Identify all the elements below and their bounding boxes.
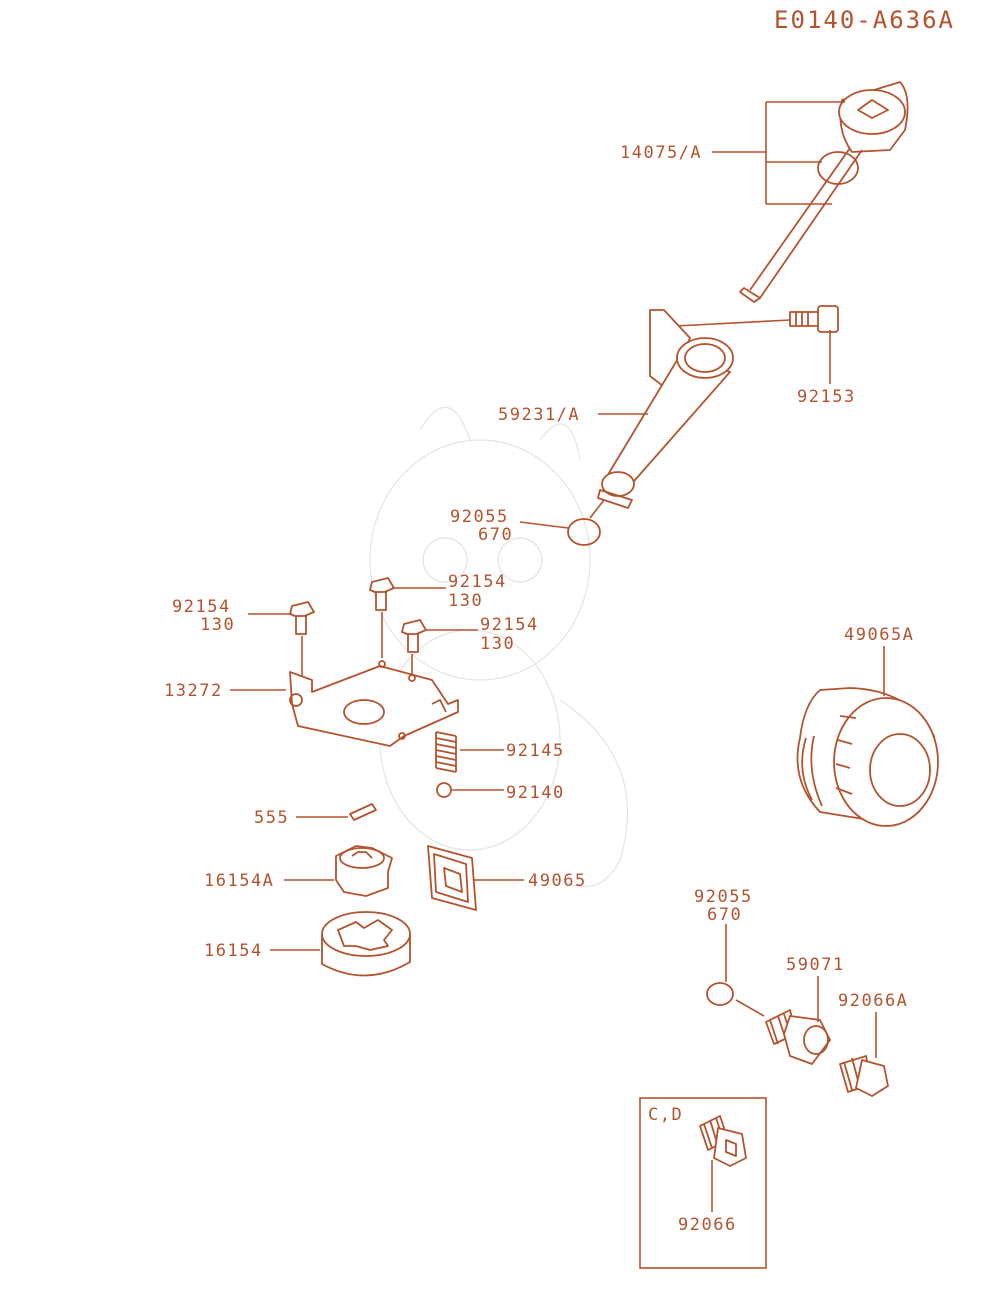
label-13272[interactable]: 13272 xyxy=(164,681,223,701)
label-92055-upper[interactable]: 92055 xyxy=(450,507,509,527)
bolt-92153-part[interactable] xyxy=(789,305,839,333)
dipstick-part[interactable] xyxy=(739,81,909,303)
label-49065[interactable]: 49065 xyxy=(528,871,587,891)
screen-49065-part[interactable] xyxy=(427,845,477,911)
label-16154[interactable]: 16154 xyxy=(204,941,263,961)
spring-92145-part[interactable] xyxy=(435,731,457,773)
label-555[interactable]: 555 xyxy=(254,808,289,828)
label-92066a[interactable]: 92066A xyxy=(838,991,908,1011)
bolt-92154-left-part[interactable] xyxy=(289,601,315,635)
leader-14075 xyxy=(712,101,845,205)
label-14075[interactable]: 14075/A xyxy=(620,143,702,163)
o-ring-lower-part[interactable] xyxy=(706,982,734,1006)
label-59231[interactable]: 59231/A xyxy=(498,405,580,425)
leader-92154-mid xyxy=(381,587,446,658)
outer-rotor-part[interactable] xyxy=(321,911,411,977)
leader-92055-upper xyxy=(519,499,605,529)
label-92154-mid-qty[interactable]: 130 xyxy=(448,591,483,611)
label-92055-upper-qty[interactable]: 670 xyxy=(478,525,513,545)
o-ring-upper-part[interactable] xyxy=(567,518,601,546)
label-49065a[interactable]: 49065A xyxy=(844,625,914,645)
oil-filter-part[interactable] xyxy=(796,687,939,827)
label-59071[interactable]: 59071 xyxy=(786,955,845,975)
label-92154-right[interactable]: 92154 xyxy=(480,615,539,635)
nipple-59071-part[interactable] xyxy=(765,1009,831,1065)
label-92055-lower[interactable]: 92055 xyxy=(694,887,753,907)
label-92154-right-qty[interactable]: 130 xyxy=(480,634,515,654)
label-16154a[interactable]: 16154A xyxy=(204,871,274,891)
plug-92066a-part[interactable] xyxy=(839,1055,889,1097)
leader-92055-lower xyxy=(725,924,765,1017)
label-92154-mid[interactable]: 92154 xyxy=(448,572,507,592)
variant-box-label[interactable]: C,D xyxy=(648,1105,683,1125)
inner-rotor-part[interactable] xyxy=(335,845,393,897)
ball-92140-part[interactable] xyxy=(436,782,452,798)
bolt-92154-right-part[interactable] xyxy=(401,619,427,653)
label-92145[interactable]: 92145 xyxy=(506,741,565,761)
plate-13272-part[interactable] xyxy=(289,660,459,747)
variant-box xyxy=(639,1097,767,1269)
label-92140[interactable]: 92140 xyxy=(506,783,565,803)
label-92066[interactable]: 92066 xyxy=(678,1215,737,1235)
label-92154-left[interactable]: 92154 xyxy=(172,597,231,617)
plug-92066-part[interactable] xyxy=(699,1115,747,1167)
bolt-92154-mid-part[interactable] xyxy=(369,577,395,611)
filler-pipe-part[interactable] xyxy=(597,309,734,509)
leader-92154-left xyxy=(248,613,303,680)
label-92055-lower-qty[interactable]: 670 xyxy=(707,905,742,925)
leader-92153 xyxy=(675,319,831,384)
pin-555-part[interactable] xyxy=(349,803,377,821)
diagram-code: E0140-A636A xyxy=(774,6,955,34)
label-92154-left-qty[interactable]: 130 xyxy=(200,615,235,635)
label-92153[interactable]: 92153 xyxy=(797,387,856,407)
